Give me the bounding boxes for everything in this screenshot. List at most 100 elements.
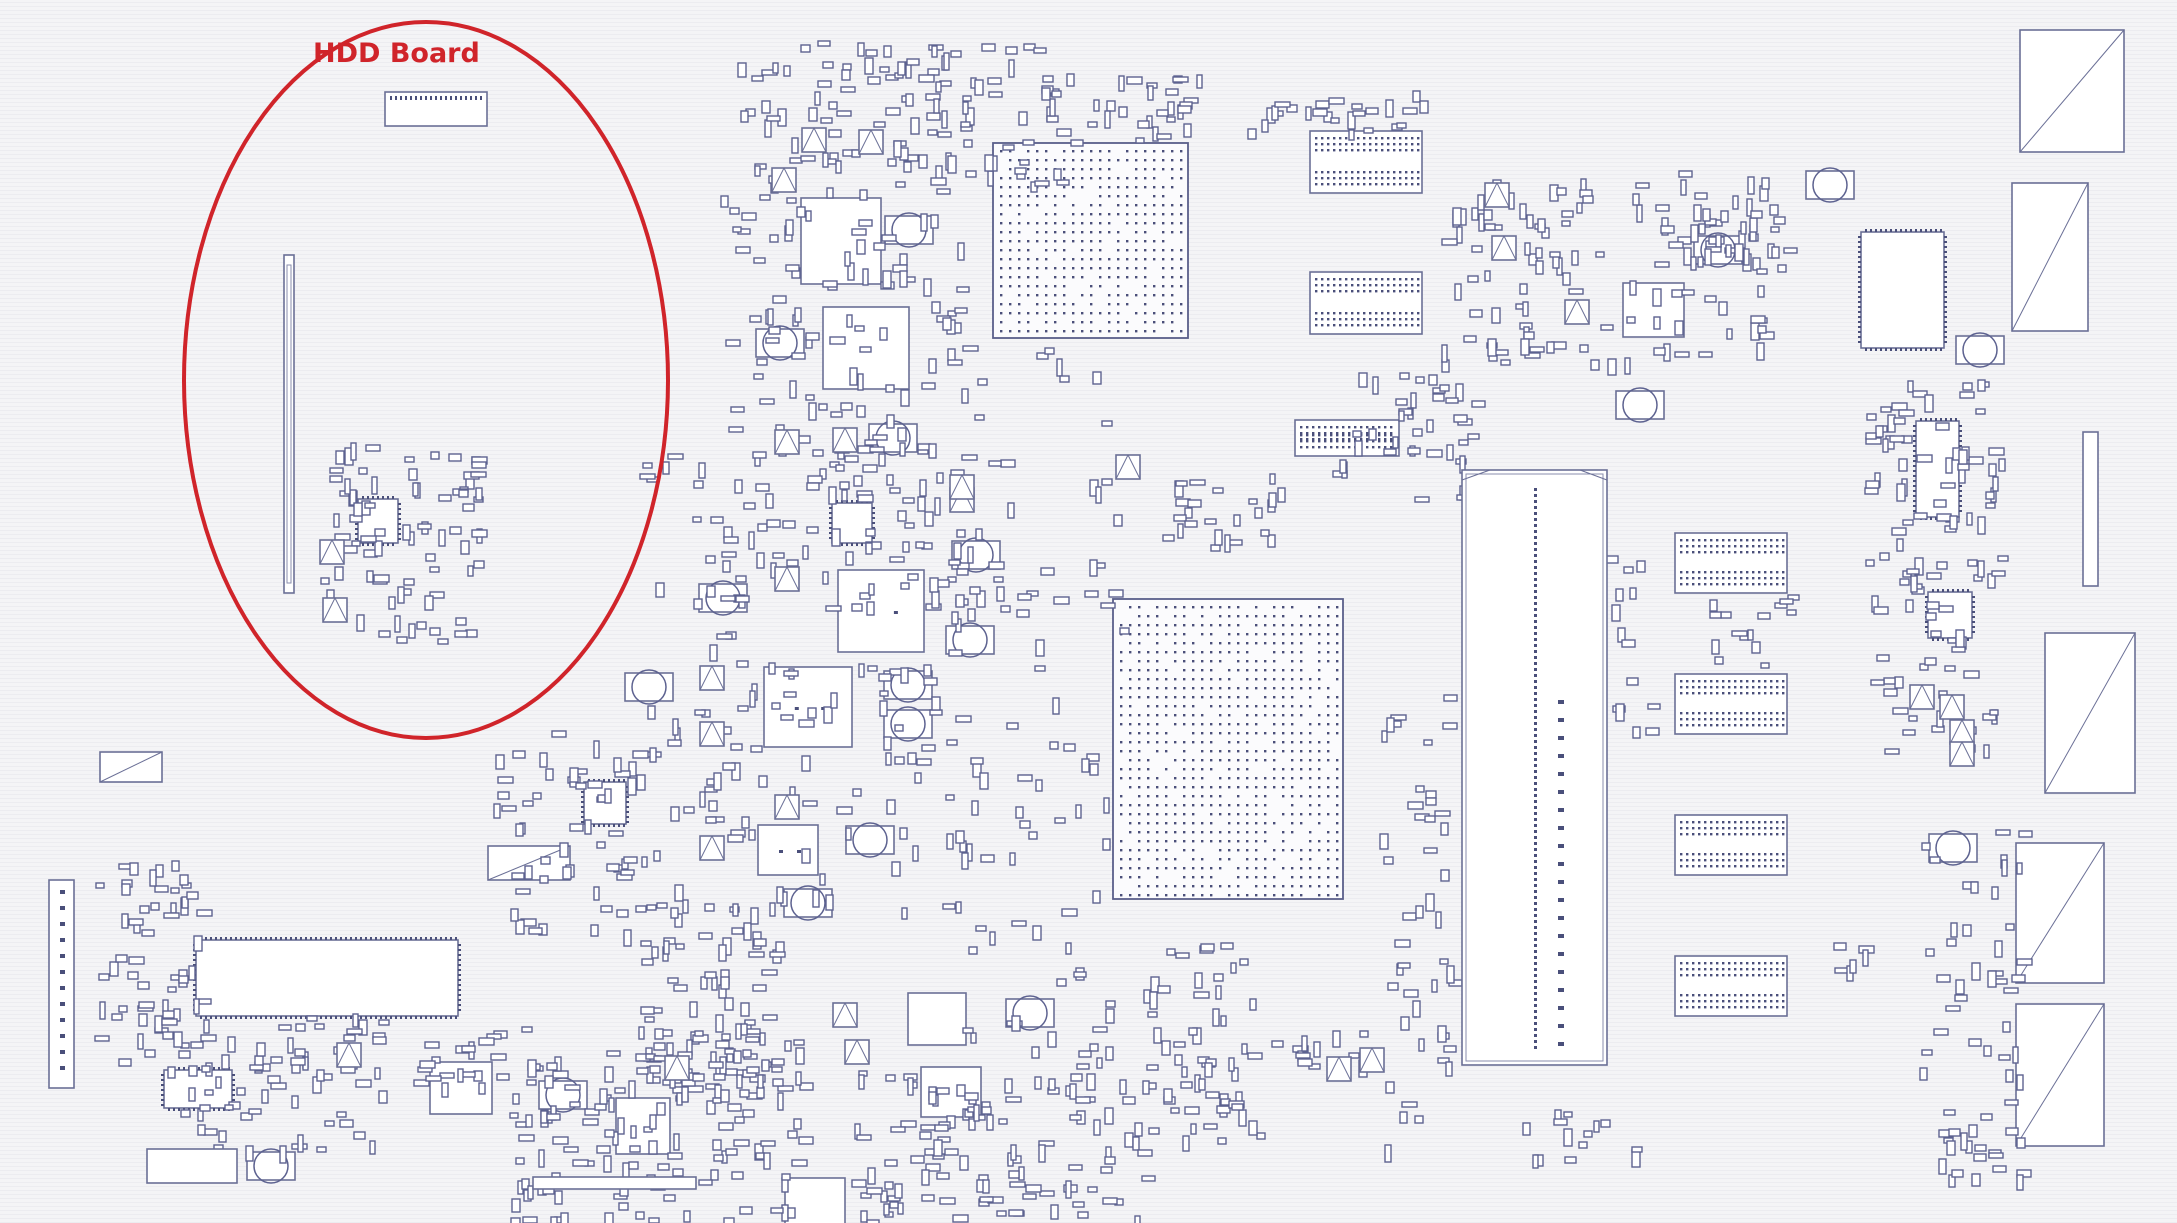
smd-component (1564, 1156, 1577, 1164)
smd-component (118, 863, 132, 870)
smd-component (1039, 1190, 1055, 1197)
smd-component (1647, 703, 1661, 710)
smd-component (822, 280, 838, 288)
smd-component (1660, 225, 1675, 234)
small-package (771, 167, 797, 193)
smd-component (1122, 1096, 1136, 1105)
smd-component (1141, 1175, 1156, 1182)
smd-component (1401, 1101, 1418, 1108)
smd-component (1081, 758, 1090, 773)
smd-component (759, 398, 775, 405)
smd-component (936, 1172, 950, 1180)
smd-component (1994, 978, 2008, 985)
smd-component (1018, 1166, 1025, 1181)
smd-component (844, 251, 851, 267)
smd-component (1441, 238, 1458, 246)
smd-component (756, 552, 765, 569)
smd-component (745, 1036, 760, 1043)
smd-component (1359, 1030, 1369, 1038)
smd-component (627, 777, 637, 796)
smd-component (628, 1161, 639, 1170)
smd-component (1415, 785, 1425, 793)
smd-component (1568, 288, 1584, 295)
smd-component (681, 1086, 689, 1103)
small-package (774, 794, 800, 820)
smd-component (569, 1101, 581, 1108)
smd-component (853, 475, 863, 487)
smd-component (866, 601, 875, 616)
smd-component (1977, 560, 1985, 578)
smd-component (306, 1015, 318, 1022)
smd-component (1693, 204, 1702, 222)
smd-component (1036, 352, 1049, 360)
smd-component (1106, 100, 1116, 112)
smd-component (1204, 518, 1217, 525)
smd-component (1916, 454, 1933, 463)
smd-component (1998, 1054, 2011, 1061)
smd-component (1632, 193, 1640, 206)
edge-connector (2082, 431, 2099, 587)
smd-component (653, 850, 661, 862)
smd-component (988, 91, 1003, 98)
smd-component (710, 1169, 719, 1181)
smd-component (1967, 559, 1978, 567)
smd-component (1119, 627, 1130, 635)
smd-component (1720, 210, 1729, 223)
smd-component (215, 1076, 222, 1089)
smd-component (962, 101, 969, 115)
smd-component (1973, 1153, 1987, 1162)
smd-component (791, 137, 799, 154)
smd-component (1912, 390, 1928, 398)
smd-component (805, 394, 815, 401)
smd-component (1645, 727, 1660, 736)
smd-component (635, 905, 647, 913)
smd-component (840, 402, 853, 411)
smd-component (1471, 400, 1486, 408)
smd-component (823, 706, 833, 724)
smd-component (1994, 940, 2003, 958)
bga-package (1112, 598, 1344, 900)
smd-component (2005, 1127, 2019, 1136)
smd-component (604, 1212, 614, 1223)
smd-component (1865, 480, 1880, 489)
smd-component (1134, 1215, 1141, 1223)
round-component (1615, 387, 1665, 423)
smd-component (955, 901, 962, 914)
smd-component (1621, 639, 1636, 648)
smd-component (1562, 272, 1571, 286)
smd-component (768, 662, 776, 675)
smd-component (1047, 1031, 1057, 1048)
small-package (1949, 741, 1975, 767)
smd-component (109, 961, 119, 977)
smd-component (961, 454, 978, 461)
smd-component (563, 1146, 579, 1153)
smd-component (969, 586, 981, 595)
smd-component (907, 1077, 914, 1096)
smd-component (873, 242, 886, 251)
smd-component (654, 1028, 664, 1040)
smd-component (425, 553, 436, 562)
smd-component (512, 1093, 520, 1105)
smd-component (495, 754, 505, 770)
smd-component (248, 1108, 262, 1115)
smd-component (593, 886, 600, 901)
smd-component (884, 1159, 898, 1167)
small-package (858, 129, 884, 155)
smd-component (1028, 831, 1038, 840)
smd-component (772, 1078, 784, 1087)
smd-component (734, 1116, 745, 1124)
smd-component (551, 730, 567, 738)
smd-component (587, 780, 603, 789)
smd-component (1520, 338, 1530, 356)
smd-component (1946, 1140, 1956, 1156)
smd-component (1056, 128, 1072, 137)
smd-component (1593, 1120, 1600, 1133)
smd-component (224, 1104, 234, 1111)
smd-component (439, 1072, 455, 1079)
smd-component (1354, 440, 1363, 457)
smd-component (860, 1192, 872, 1199)
smd-component (865, 528, 876, 537)
smd-component (1896, 483, 1906, 502)
smd-component (845, 827, 852, 841)
smd-component (914, 772, 922, 784)
